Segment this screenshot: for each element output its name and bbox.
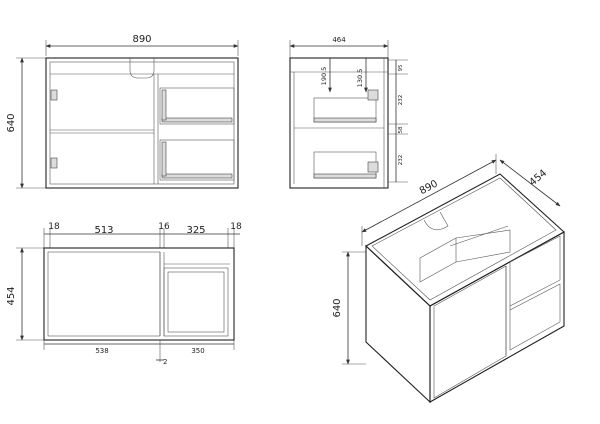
plan-label-513: 513 (94, 225, 113, 236)
front-sink-cutout (129, 58, 155, 79)
side-label-190-5: 190.5 (320, 67, 328, 86)
plan-cabinet-outline (43, 247, 235, 341)
plan-view: 18 513 16 325 18 454 538 350 2 (6, 222, 242, 366)
side-label-232-top: 232 (398, 95, 404, 106)
side-view: 464 130.5 190.5 95 232 (289, 36, 408, 189)
iso-right-face (429, 231, 565, 403)
iso-width-label: 890 (418, 178, 440, 197)
front-width-label: 890 (132, 34, 151, 45)
iso-height-label: 640 (332, 298, 343, 317)
front-cabinet-outline (45, 57, 239, 189)
plan-label-454: 454 (6, 286, 17, 305)
side-label-130-5: 130.5 (356, 69, 364, 88)
plan-label-18-left: 18 (48, 222, 60, 232)
front-hinge-bottom (50, 157, 58, 169)
side-label-58: 58 (398, 126, 404, 133)
front-view: 890 640 (6, 34, 239, 189)
iso-door (433, 265, 507, 399)
plan-label-538: 538 (95, 347, 108, 355)
side-depth-label: 464 (332, 36, 346, 44)
iso-front-face (365, 244, 431, 404)
iso-drawer-upper (509, 235, 561, 307)
side-label-95: 95 (398, 64, 404, 71)
plan-label-350: 350 (191, 347, 204, 355)
front-drawer-upper (159, 87, 235, 125)
plan-label-16: 16 (158, 222, 170, 232)
front-height-label: 640 (6, 113, 17, 132)
front-drawer-lower (159, 139, 235, 181)
plan-label-18-right: 18 (230, 222, 242, 232)
side-drawer-upper (313, 89, 379, 123)
iso-sink-cutout (423, 211, 449, 231)
side-cabinet-outline (289, 57, 389, 189)
plan-label-2: 2 (163, 358, 167, 366)
plan-label-325: 325 (186, 225, 205, 236)
iso-depth-label: 454 (528, 168, 550, 189)
side-label-232-bottom: 232 (398, 155, 404, 166)
iso-drawer-lower (509, 283, 561, 351)
side-drawer-lower (313, 151, 379, 179)
isometric-view: 890 454 640 (332, 154, 565, 404)
front-hinge-top (50, 89, 58, 101)
